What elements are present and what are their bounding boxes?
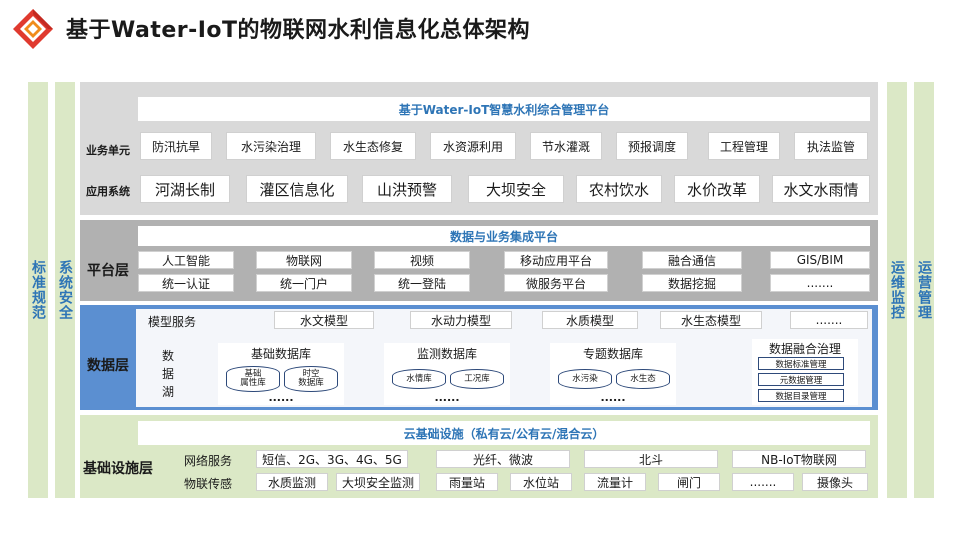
database-cylinder-icon: 水情库 [392, 369, 446, 389]
db-more: ...... [268, 390, 294, 404]
side-label-security: 系统安全 [57, 260, 73, 320]
infrastructure-layer: 云基础设施（私有云/公有云/混合云） 基础设施层 网络服务 短信、2G、3G、4… [80, 415, 878, 498]
db-more: ...... [600, 390, 626, 404]
data-governance-panel: 数据融合治理 数据标准管理 元数据管理 数据目录管理 [752, 339, 858, 405]
business-unit: 执法监管 [794, 132, 868, 160]
business-unit: 工程管理 [708, 132, 780, 160]
database-cylinder-icon: 水生态 [616, 369, 670, 389]
platform-item: 人工智能 [138, 251, 234, 269]
platform-item: 微服务平台 [504, 274, 608, 292]
page-title: 基于Water-IoT的物联网水利信息化总体架构 [66, 18, 531, 43]
cloud-infra-title: 云基础设施（私有云/公有云/混合云） [138, 421, 870, 445]
platform-item: ....... [770, 274, 870, 292]
model-item: 水质模型 [542, 311, 638, 329]
model-item: ....... [790, 311, 868, 329]
iot-item: 水质监测 [256, 473, 328, 491]
network-item: 短信、2G、3G、4G、5G [256, 450, 408, 468]
platform-item: 统一登陆 [374, 274, 470, 292]
app-system: 大坝安全 [468, 175, 564, 203]
side-column-monitoring: 运维监控 [887, 82, 907, 498]
platform-layer-label: 平台层 [87, 263, 129, 279]
app-system: 水价改革 [674, 175, 760, 203]
db-more: ...... [434, 390, 460, 404]
iot-item: 摄像头 [802, 473, 868, 491]
data-layer-label: 数据层 [87, 358, 129, 374]
governance-item: 数据标准管理 [758, 357, 844, 370]
network-item: 光纤、微波 [436, 450, 570, 468]
application-layer: 基于Water-IoT智慧水利综合管理平台 业务单元 防汛抗旱 水污染治理 水生… [80, 82, 878, 215]
iot-item: 水位站 [510, 473, 572, 491]
side-column-standards: 标准规范 [28, 82, 48, 498]
model-item: 水生态模型 [660, 311, 762, 329]
db-panel-thematic: 专题数据库 水污染 水生态 ...... [550, 343, 676, 405]
iot-item: 雨量站 [436, 473, 498, 491]
model-service-label: 模型服务 [148, 315, 197, 329]
platform-layer: 数据与业务集成平台 平台层 人工智能 物联网 视频 移动应用平台 融合通信 GI… [80, 220, 878, 301]
platform-item: 统一认证 [138, 274, 234, 292]
database-cylinder-icon: 基础 属性库 [226, 366, 280, 392]
app-system: 水文水雨情 [772, 175, 870, 203]
database-cylinder-icon: 水污染 [558, 369, 612, 389]
iot-sensor-label: 物联传感 [184, 477, 233, 491]
database-cylinder-icon: 工况库 [450, 369, 504, 389]
network-item: NB-IoT物联网 [732, 450, 866, 468]
network-item: 北斗 [584, 450, 718, 468]
business-unit-label: 业务单元 [86, 144, 130, 157]
infra-layer-label: 基础设施层 [83, 461, 153, 477]
governance-item: 元数据管理 [758, 373, 844, 386]
data-lake-char: 数 [162, 349, 175, 363]
iot-item: 闸门 [658, 473, 720, 491]
governance-title: 数据融合治理 [768, 341, 841, 356]
platform-item: 数据挖掘 [642, 274, 742, 292]
side-column-operations: 运营管理 [914, 82, 934, 498]
business-unit: 防汛抗旱 [140, 132, 212, 160]
db-title: 专题数据库 [582, 346, 643, 361]
governance-item: 数据目录管理 [758, 389, 844, 402]
platform-item: 移动应用平台 [504, 251, 608, 269]
platform-item: 统一门户 [256, 274, 352, 292]
diamond-logo-icon [13, 9, 53, 49]
db-panel-basic: 基础数据库 基础 属性库 时空 数据库 ...... [218, 343, 344, 405]
side-label-operations: 运营管理 [916, 260, 932, 320]
model-item: 水文模型 [274, 311, 374, 329]
business-unit: 水污染治理 [226, 132, 316, 160]
platform-item: GIS/BIM [770, 251, 870, 269]
business-unit: 水资源利用 [430, 132, 516, 160]
app-platform-title: 基于Water-IoT智慧水利综合管理平台 [138, 97, 870, 121]
data-lake-char: 湖 [162, 385, 175, 399]
iot-item: ....... [732, 473, 794, 491]
business-unit: 预报调度 [616, 132, 688, 160]
side-column-security: 系统安全 [55, 82, 75, 498]
side-label-monitoring: 运维监控 [889, 260, 905, 320]
platform-item: 融合通信 [642, 251, 742, 269]
model-item: 水动力模型 [410, 311, 512, 329]
data-layer: 数据层 模型服务 水文模型 水动力模型 水质模型 水生态模型 ....... 数… [80, 305, 878, 410]
db-panel-monitoring: 监测数据库 水情库 工况库 ...... [384, 343, 510, 405]
platform-title: 数据与业务集成平台 [138, 226, 870, 246]
app-system-label: 应用系统 [86, 185, 130, 198]
app-system: 农村饮水 [576, 175, 662, 203]
app-system: 山洪预警 [362, 175, 452, 203]
app-system: 灌区信息化 [246, 175, 348, 203]
platform-item: 视频 [374, 251, 470, 269]
business-unit: 水生态修复 [330, 132, 416, 160]
network-service-label: 网络服务 [184, 454, 233, 468]
app-system: 河湖长制 [140, 175, 230, 203]
platform-item: 物联网 [256, 251, 352, 269]
data-lake-char: 据 [162, 367, 175, 381]
db-title: 监测数据库 [416, 346, 477, 361]
business-unit: 节水灌溉 [530, 132, 602, 160]
side-label-standards: 标准规范 [30, 260, 46, 320]
iot-item: 流量计 [584, 473, 646, 491]
database-cylinder-icon: 时空 数据库 [284, 366, 338, 392]
db-title: 基础数据库 [250, 346, 311, 361]
iot-item: 大坝安全监测 [336, 473, 420, 491]
